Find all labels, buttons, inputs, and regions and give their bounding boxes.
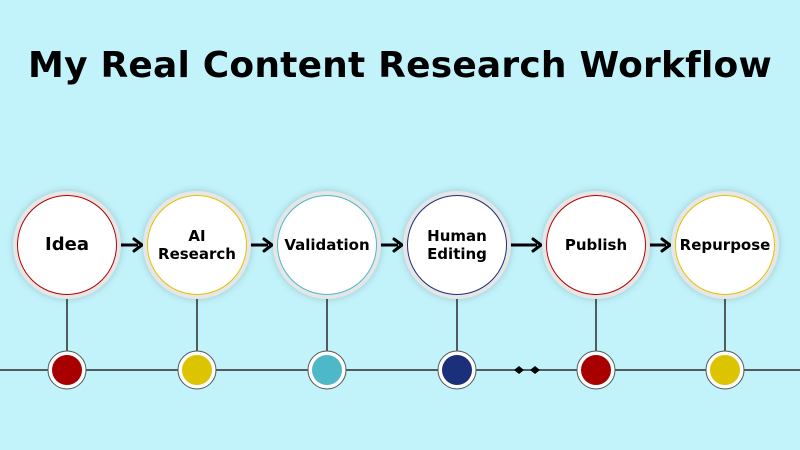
timeline-dot bbox=[307, 350, 347, 390]
step-label: Validation bbox=[284, 236, 370, 254]
timeline-dot bbox=[437, 350, 477, 390]
timeline-dot bbox=[705, 350, 745, 390]
step-circle: Idea bbox=[17, 195, 117, 295]
flow-arrow bbox=[510, 237, 543, 253]
step-label: AI Research bbox=[158, 227, 236, 263]
step-label: Human Editing bbox=[427, 227, 487, 263]
flow-arrow bbox=[380, 237, 404, 253]
step-label: Repurpose bbox=[679, 236, 771, 254]
flow-arrow bbox=[649, 237, 672, 253]
timeline-dot bbox=[47, 350, 87, 390]
step-circle: Human Editing bbox=[407, 195, 507, 295]
step-circle: AI Research bbox=[147, 195, 247, 295]
step-circle: Repurpose bbox=[675, 195, 775, 295]
timeline-dot bbox=[177, 350, 217, 390]
timeline-dot bbox=[576, 350, 616, 390]
step-circle: Publish bbox=[546, 195, 646, 295]
step-label: Publish bbox=[564, 236, 628, 254]
step-label: Idea bbox=[45, 234, 89, 256]
flow-arrow bbox=[120, 237, 144, 253]
timeline-ellipsis bbox=[514, 366, 540, 374]
flow-arrow bbox=[250, 237, 274, 253]
step-circle: Validation bbox=[277, 195, 377, 295]
page-title: My Real Content Research Workflow bbox=[28, 45, 772, 86]
